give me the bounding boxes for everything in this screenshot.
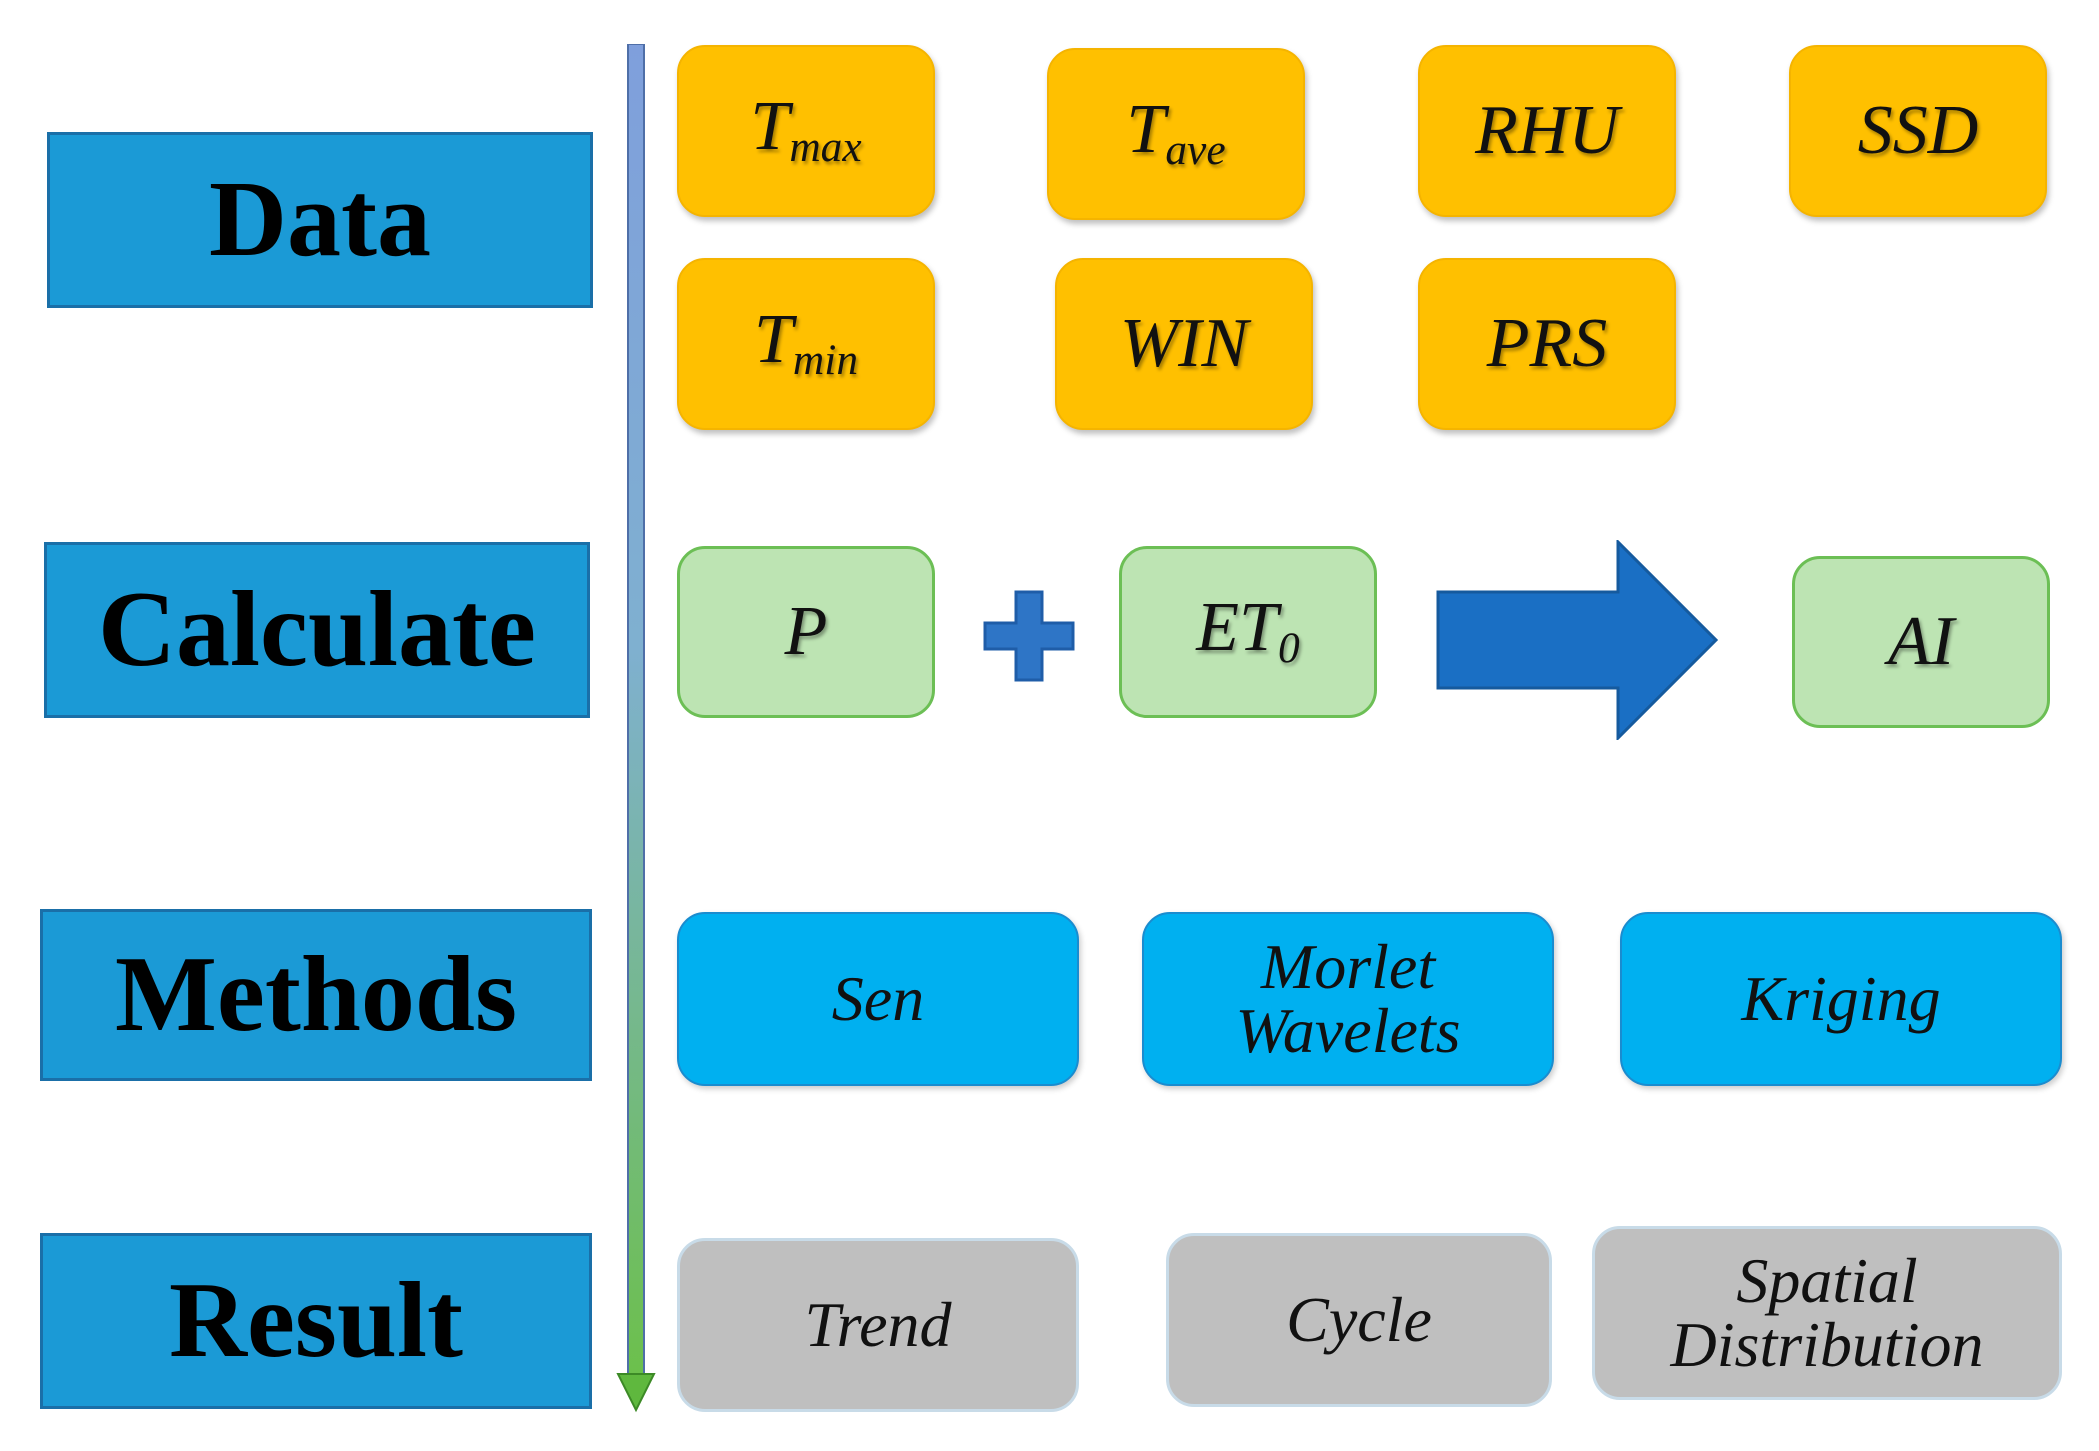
calc-box-p-label: P bbox=[784, 593, 828, 670]
result-box-spatial-distribution-label: Spatial Distribution bbox=[1670, 1245, 1984, 1380]
result-box-cycle: Cycle bbox=[1166, 1233, 1552, 1407]
calc-box-p: P bbox=[677, 546, 935, 718]
method-box-morlet-wavelets-label: Morlet Wavelets bbox=[1235, 931, 1461, 1066]
stage-label-calculate-text: Calculate bbox=[98, 570, 536, 689]
stage-label-data: Data bbox=[47, 132, 593, 308]
method-box-kriging-label: Kriging bbox=[1741, 963, 1941, 1034]
data-box-win: WIN bbox=[1055, 258, 1313, 430]
result-box-trend-label: Trend bbox=[804, 1289, 952, 1360]
right-arrow-icon bbox=[1436, 540, 1718, 740]
data-box-tmin: Tmin bbox=[677, 258, 935, 430]
calc-box-et0-label: ET0 bbox=[1196, 589, 1300, 673]
method-box-morlet-wavelets: Morlet Wavelets bbox=[1142, 912, 1554, 1086]
data-box-tmax-label: Tmax bbox=[750, 88, 862, 172]
calc-box-ai: AI bbox=[1792, 556, 2050, 728]
calc-box-ai-label: AI bbox=[1887, 603, 1955, 680]
method-box-kriging: Kriging bbox=[1620, 912, 2062, 1086]
data-box-ssd: SSD bbox=[1789, 45, 2047, 217]
data-box-ssd-label: SSD bbox=[1857, 92, 1979, 169]
data-box-rhu-label: RHU bbox=[1475, 92, 1619, 169]
result-box-trend: Trend bbox=[677, 1238, 1079, 1412]
stage-label-calculate: Calculate bbox=[44, 542, 590, 718]
calc-box-et0: ET0 bbox=[1119, 546, 1377, 718]
data-box-tmax: Tmax bbox=[677, 45, 935, 217]
data-box-prs: PRS bbox=[1418, 258, 1676, 430]
data-box-tave: Tave bbox=[1047, 48, 1305, 220]
stage-label-result-text: Result bbox=[169, 1261, 463, 1380]
data-box-prs-label: PRS bbox=[1486, 305, 1608, 382]
data-box-rhu: RHU bbox=[1418, 45, 1676, 217]
stage-label-methods: Methods bbox=[40, 909, 592, 1081]
stage-label-methods-text: Methods bbox=[115, 935, 517, 1054]
stage-label-data-text: Data bbox=[209, 160, 431, 279]
result-box-spatial-distribution: Spatial Distribution bbox=[1592, 1226, 2062, 1400]
stage-label-result: Result bbox=[40, 1233, 592, 1409]
method-box-sen-label: Sen bbox=[831, 963, 925, 1034]
data-box-win-label: WIN bbox=[1119, 305, 1249, 382]
vertical-flow-arrow-icon bbox=[616, 44, 656, 1413]
data-box-tave-label: Tave bbox=[1126, 91, 1226, 175]
result-box-cycle-label: Cycle bbox=[1286, 1284, 1432, 1355]
data-box-tmin-label: Tmin bbox=[753, 301, 859, 385]
plus-icon bbox=[983, 590, 1075, 682]
method-box-sen: Sen bbox=[677, 912, 1079, 1086]
